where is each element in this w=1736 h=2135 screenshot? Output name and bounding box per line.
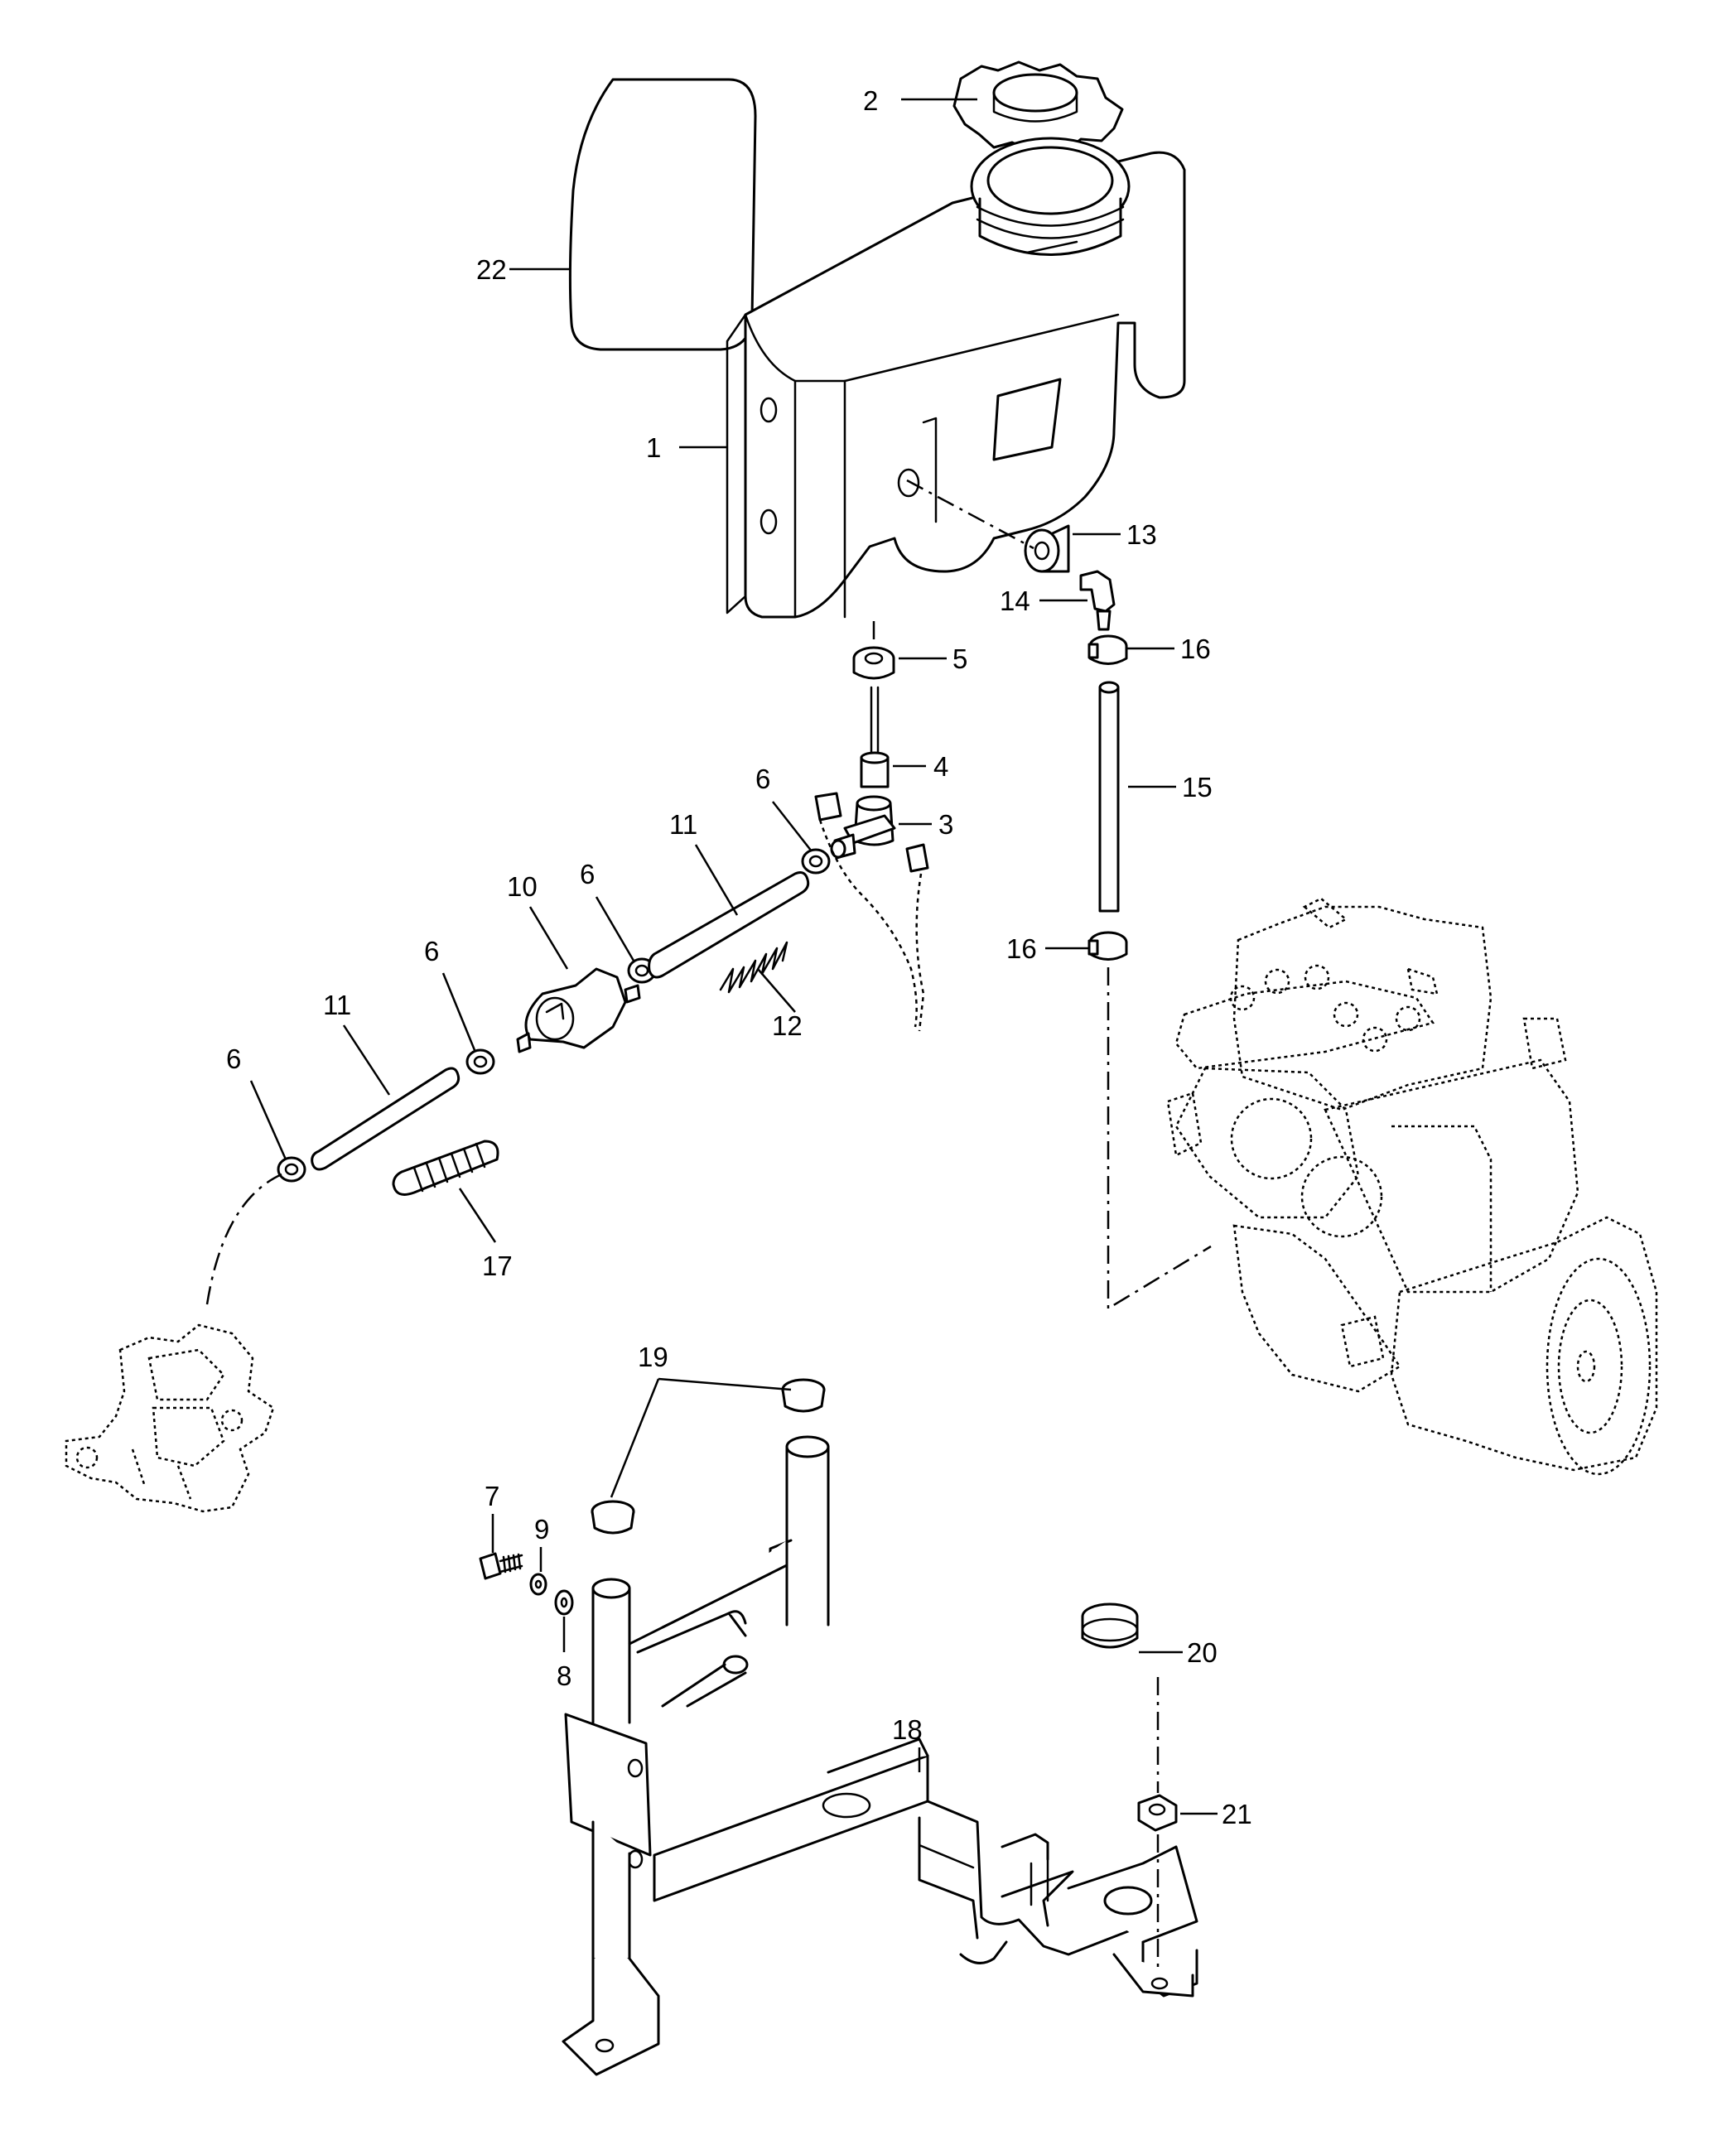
callout-19: 19 [638, 1342, 668, 1372]
callout-15: 15 [1182, 772, 1213, 802]
part-6-clamp-filter-inlet[interactable] [465, 1048, 495, 1075]
part-2-fuel-cap[interactable] [952, 60, 1124, 153]
callout-13: 13 [1126, 519, 1157, 550]
callout-18: 18 [892, 1714, 923, 1745]
callout-1: 1 [646, 432, 661, 463]
part-13-grommet[interactable] [1024, 524, 1070, 573]
valve-cap-right [905, 843, 929, 873]
part-20-grommet[interactable] [1081, 1602, 1139, 1649]
tank-filler-neck [970, 137, 1131, 256]
callout-14: 14 [1000, 586, 1030, 616]
part-5-grommet[interactable] [852, 646, 895, 680]
part-3-valve[interactable] [830, 795, 896, 860]
part-1-oil-tank[interactable] [726, 137, 1186, 619]
callout-9: 9 [534, 1514, 549, 1545]
leader-lines [249, 98, 1218, 1815]
callout-2: 2 [863, 85, 878, 116]
callout-6-valve: 6 [755, 764, 770, 794]
part-9-lock-washer[interactable] [529, 1573, 547, 1596]
part-10-fuel-filter[interactable] [516, 967, 641, 1053]
part-14-elbow-fitting[interactable] [1079, 570, 1116, 631]
part-6-clamp-valve[interactable] [801, 848, 831, 875]
part-16-clamp-upper[interactable] [1087, 634, 1128, 665]
routing-lines [205, 479, 1212, 1971]
callout-6-pump: 6 [226, 1043, 241, 1074]
part-6-clamp-pump[interactable] [277, 1156, 306, 1183]
callout-22: 22 [476, 254, 507, 285]
part-15-vent-hose[interactable] [1098, 681, 1120, 913]
callout-11-upper: 11 [669, 809, 697, 840]
callout-21: 21 [1222, 1799, 1252, 1829]
part-8-flat-washer[interactable] [554, 1589, 574, 1616]
callout-6-filter-outlet: 6 [580, 859, 595, 889]
part-16-clamp-lower[interactable] [1087, 931, 1128, 961]
callout-12: 12 [772, 1010, 803, 1041]
callout-7: 7 [485, 1481, 499, 1511]
callout-5: 5 [952, 643, 967, 674]
part-18-support-bracket[interactable] [562, 1435, 1198, 2076]
part-19-plug-upper[interactable] [781, 1378, 826, 1413]
engine-ghost [1166, 897, 1658, 1476]
callout-4: 4 [933, 751, 948, 782]
callout-10: 10 [507, 871, 538, 902]
oil-pump-ghost [65, 1323, 275, 1513]
callout-3: 3 [938, 809, 953, 840]
part-19-plug-lower[interactable] [591, 1500, 635, 1535]
part-17-sleeve[interactable] [392, 1140, 499, 1196]
part-7-bolt[interactable] [479, 1552, 523, 1580]
part-12-spring[interactable] [719, 941, 788, 994]
callout-6-filter-inlet: 6 [424, 936, 439, 966]
part-22-decal[interactable] [568, 78, 757, 351]
callout-16-upper: 16 [1180, 634, 1211, 664]
valve-cap-left [814, 792, 842, 822]
callout-labels: 2 22 1 13 14 16 5 15 4 3 16 6 11 10 6 6 … [226, 85, 1252, 1829]
callout-8: 8 [557, 1660, 571, 1691]
callout-16-lower: 16 [1006, 933, 1037, 964]
part-11-fuel-hose-lower[interactable] [311, 1067, 461, 1171]
part-4-strainer[interactable] [860, 686, 890, 788]
callout-20: 20 [1187, 1637, 1218, 1668]
part-21-nut[interactable] [1137, 1794, 1178, 1832]
part-11-fuel-hose-upper[interactable] [648, 871, 810, 979]
callout-11-lower: 11 [323, 990, 351, 1020]
callout-17: 17 [482, 1251, 513, 1281]
